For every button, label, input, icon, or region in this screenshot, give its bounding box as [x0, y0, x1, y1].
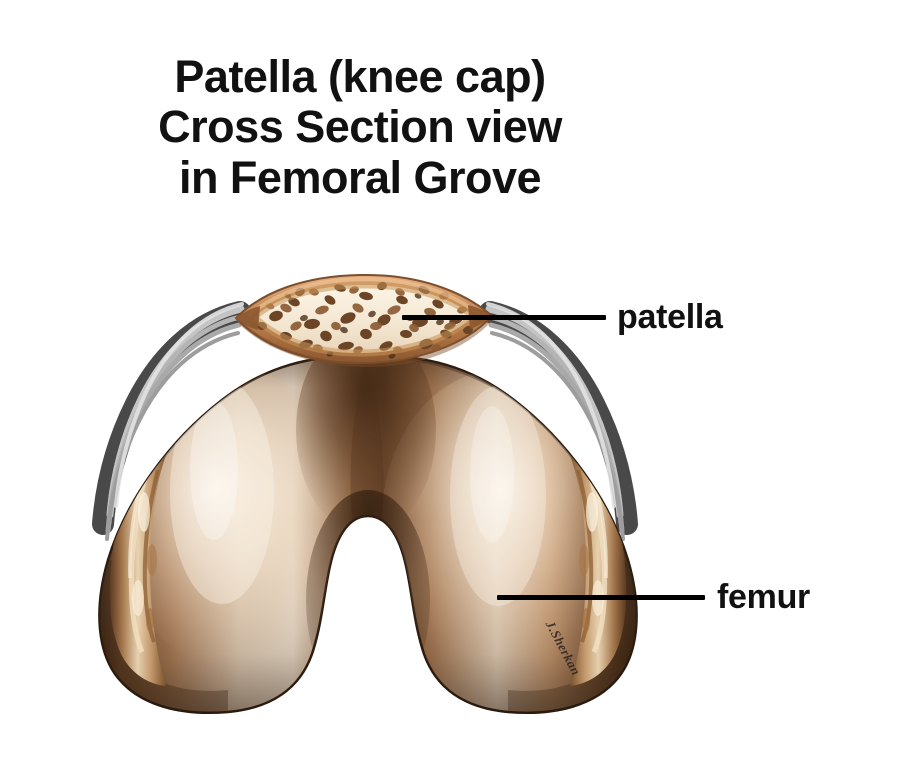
patella-leader-line	[402, 315, 606, 320]
label-patella: patella	[617, 298, 723, 336]
title-line-3: in Femoral Grove	[178, 151, 542, 203]
femur-leader-line	[497, 595, 705, 600]
retinaculum-left-bands	[92, 301, 251, 541]
title-line-1: Patella (knee cap)	[174, 51, 546, 102]
label-femur: femur	[717, 578, 810, 616]
page-title: Patella (knee cap) Cross Section view in…	[0, 51, 720, 203]
title-line-2: Cross Section view	[158, 101, 562, 153]
